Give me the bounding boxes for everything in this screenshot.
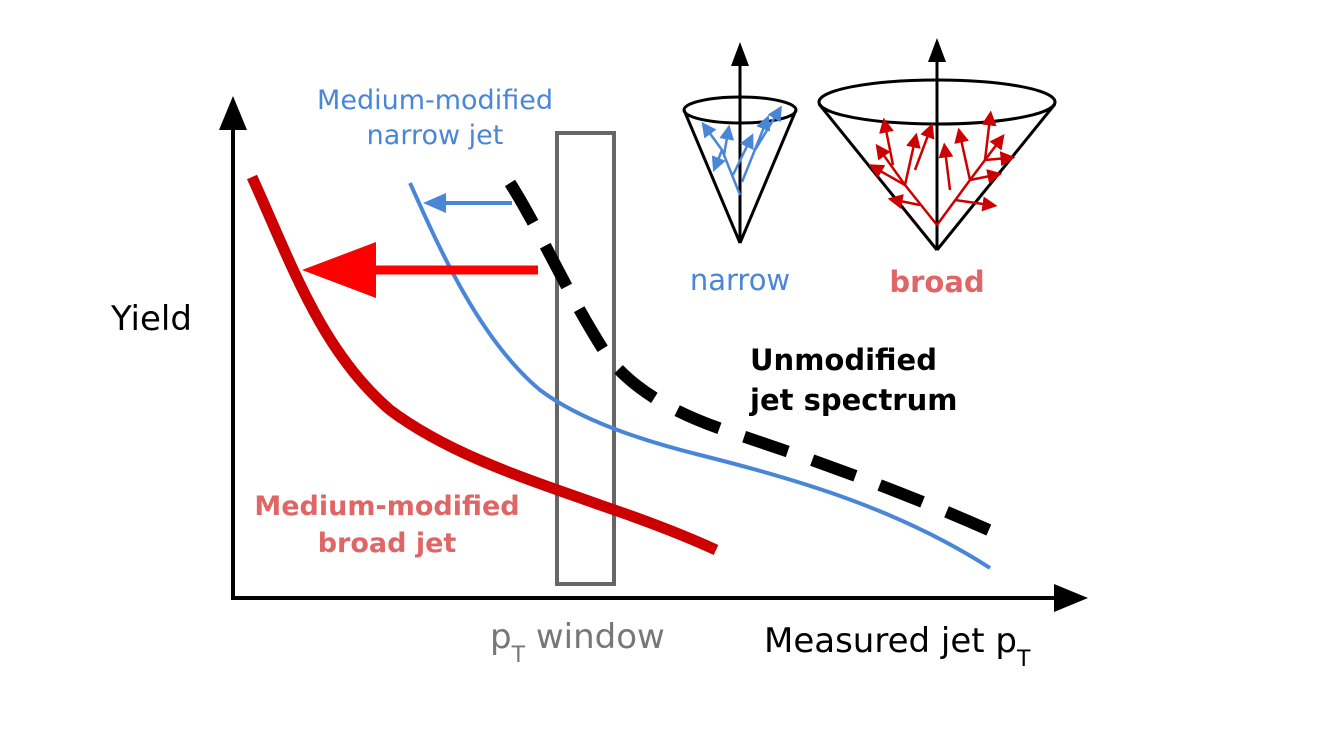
broad-shift-arrow — [302, 242, 538, 298]
y-axis-arrowhead — [219, 96, 247, 130]
x-axis-label: Measured jet pT — [764, 621, 1031, 672]
narrow-shift-arrow — [423, 193, 512, 213]
pt-window-label: pT window — [490, 617, 665, 668]
y-axis-label: Yield — [110, 299, 192, 339]
narrow-cone-axis-arrowhead — [731, 42, 749, 66]
narrow-jet-curve — [408, 182, 992, 570]
broad-cone-axis-arrowhead — [928, 38, 946, 62]
unmodified-label-line1: Unmodified — [750, 343, 937, 377]
broad-jet-label-line1: Medium-modified — [254, 491, 519, 522]
broad-cone-label: broad — [889, 265, 984, 299]
x-axis-arrowhead — [1054, 584, 1088, 612]
broad-jet-curve — [246, 174, 719, 555]
axes — [219, 96, 1088, 612]
unmodified-spectrum-curve — [504, 179, 1003, 541]
broad-cone-illustration — [817, 38, 1057, 251]
narrow-jet-label-line2: narrow jet — [367, 120, 504, 151]
unmodified-label-line2: jet spectrum — [749, 383, 957, 417]
narrow-jet-label-line1: Medium-modified — [317, 85, 553, 116]
narrow-cone-label: narrow — [690, 263, 790, 297]
pt-window-box — [555, 131, 616, 586]
broad-jet-label-line2: broad jet — [318, 528, 457, 559]
narrow-cone-illustration — [682, 42, 798, 244]
